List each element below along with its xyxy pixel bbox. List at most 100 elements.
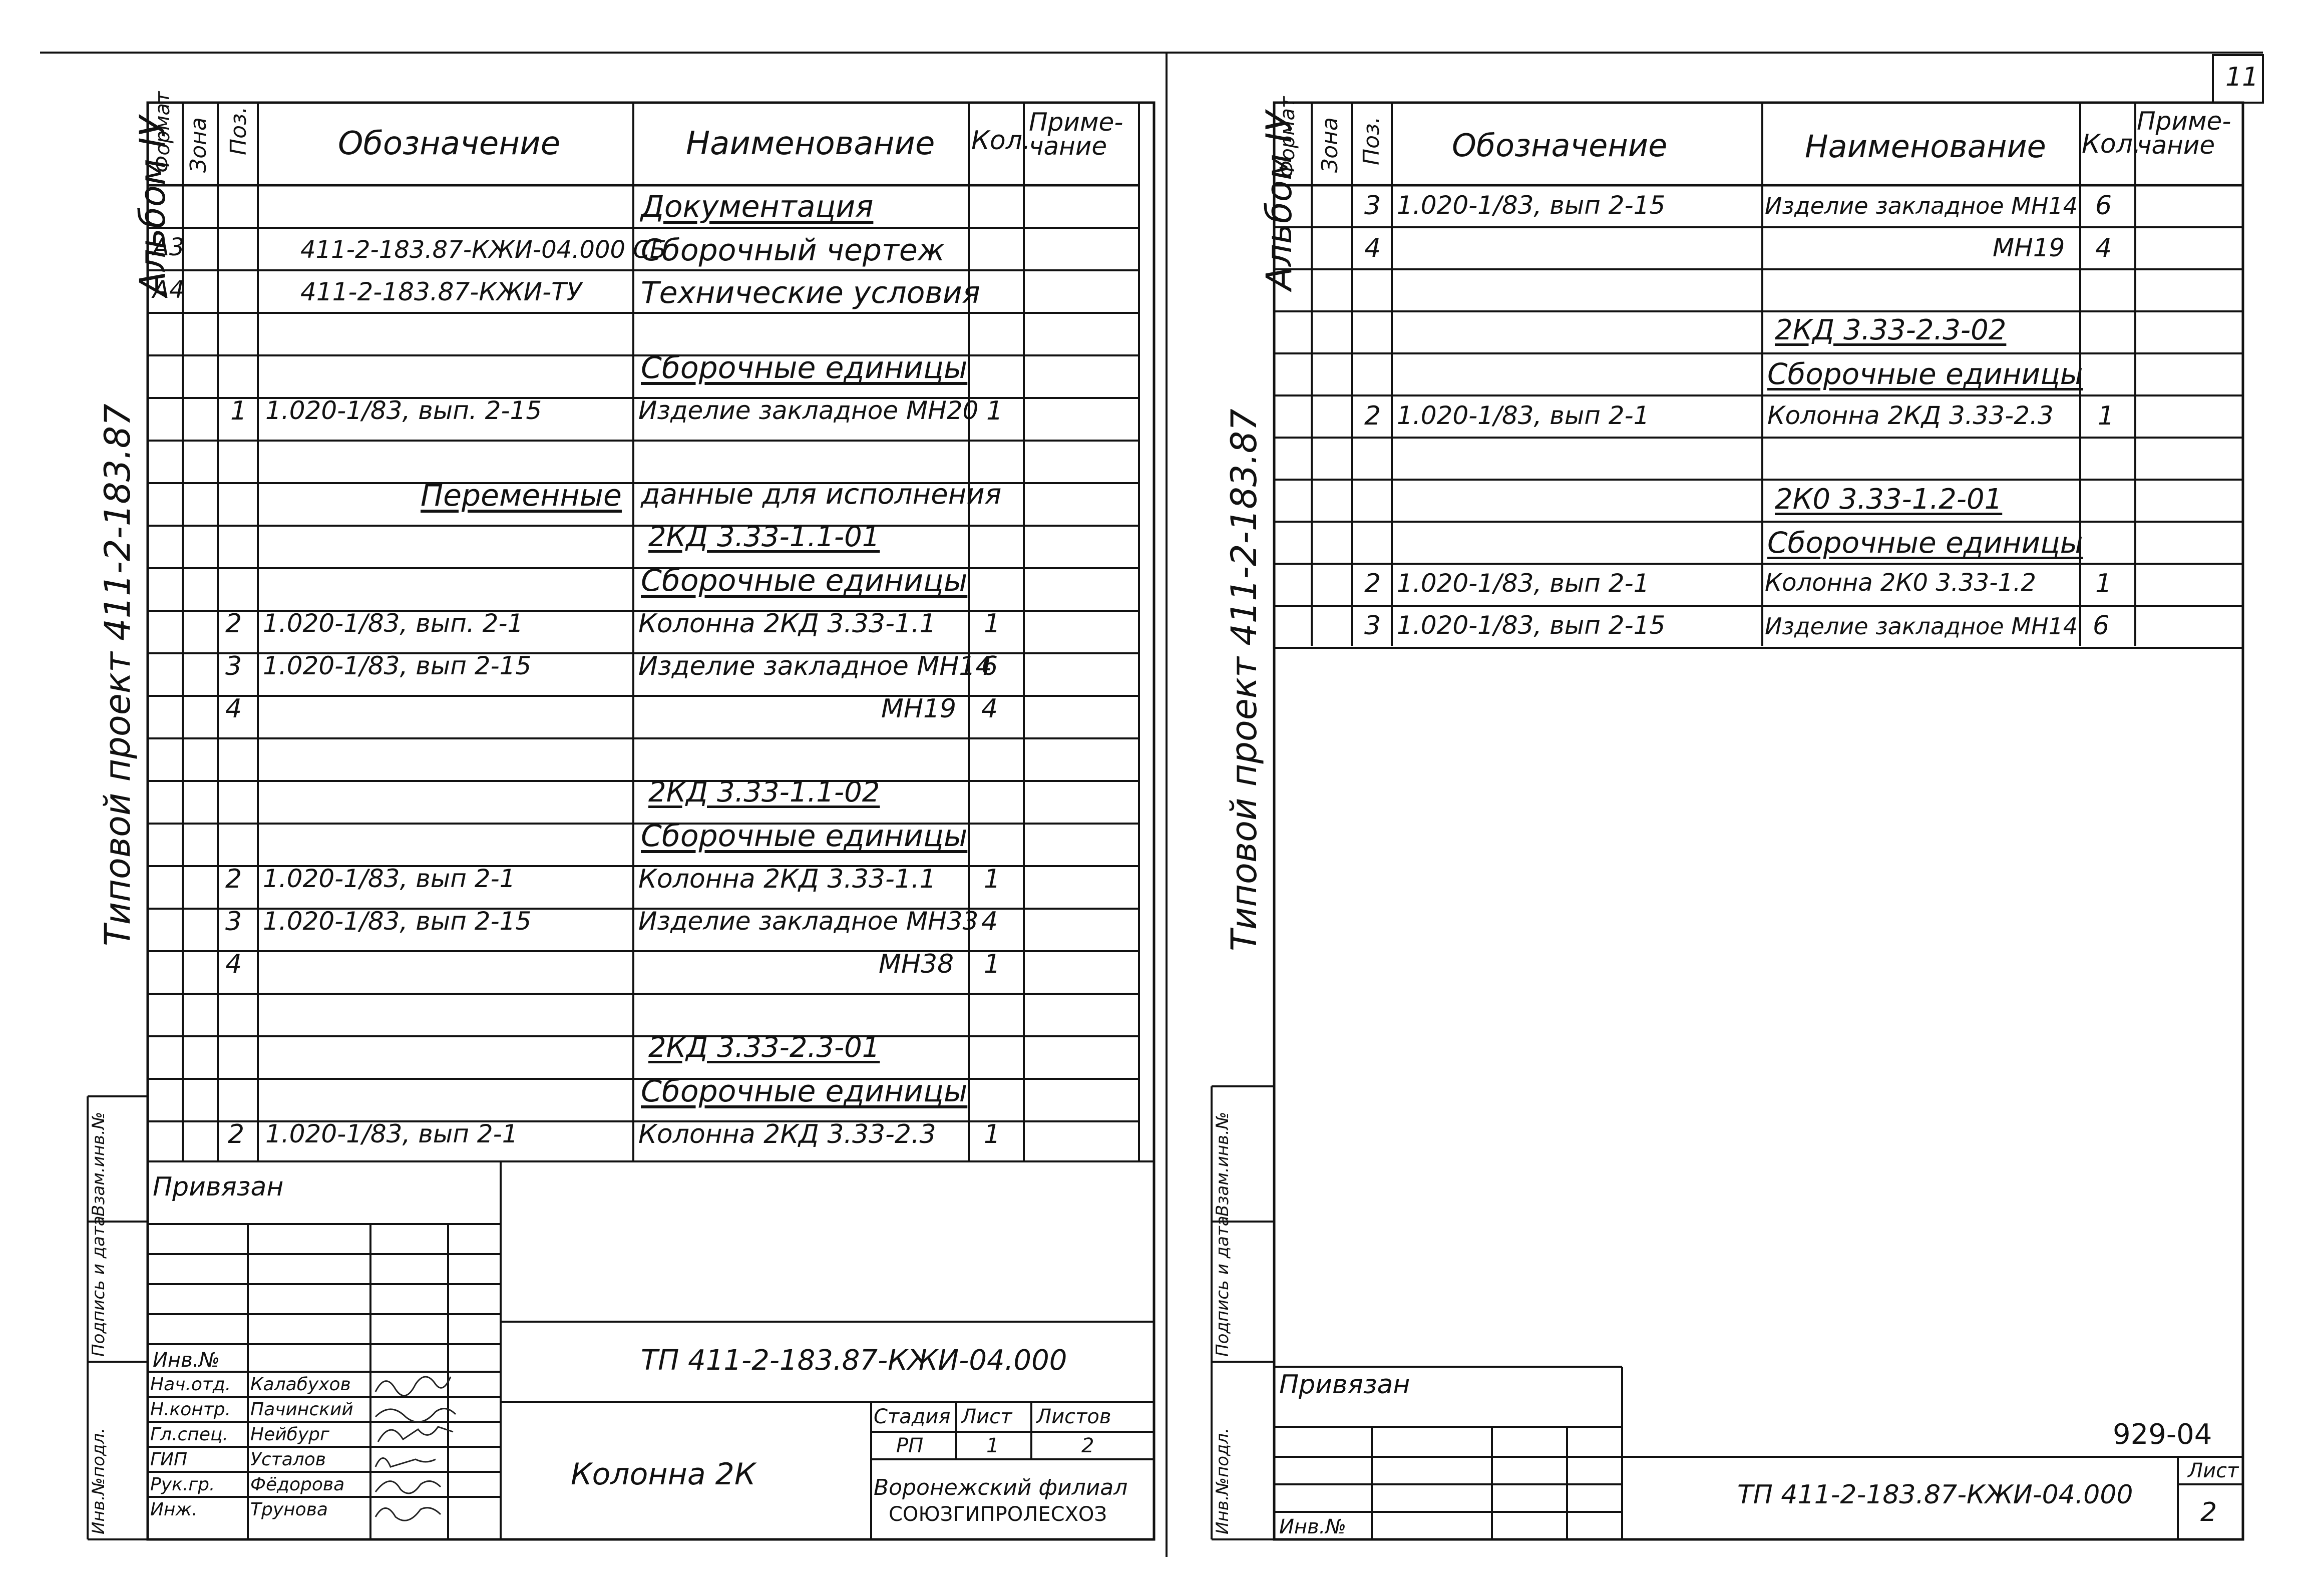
left-row-6-name: Изделие закладное МН20 bbox=[638, 396, 979, 425]
role-5-label: Рук.гр. bbox=[150, 1474, 215, 1495]
left-row-9-name: 2КД 3.33-1.1-01 bbox=[648, 521, 880, 553]
left-row-19-qty: 1 bbox=[984, 949, 1001, 979]
role-3-name: Нейбург bbox=[250, 1424, 329, 1445]
left-row-1-name: Документация bbox=[641, 189, 874, 224]
left-row-23-pos: 2 bbox=[228, 1119, 245, 1149]
right-header-format: Формат bbox=[1276, 96, 1299, 178]
right-row-6-designation: 1.020-1/83, вып 2-1 bbox=[1397, 401, 1650, 430]
role-2-name: Пачинский bbox=[250, 1399, 353, 1420]
right-row-10-name: Колонна 2К0 3.33-1.2 bbox=[1765, 569, 2036, 597]
left-row-8-designation: Переменные bbox=[421, 478, 622, 513]
left-row-17-designation: 1.020-1/83, вып 2-1 bbox=[263, 864, 516, 893]
sheet-number: 11 bbox=[2225, 62, 2259, 92]
sheet-label: Лист bbox=[961, 1405, 1012, 1428]
left-row-11-pos: 2 bbox=[225, 609, 242, 639]
right-row-2-name: МН19 bbox=[1993, 233, 2065, 262]
right-row-10-pos: 2 bbox=[1364, 569, 1381, 599]
left-row-15-name: 2КД 3.33-1.1-02 bbox=[648, 776, 880, 809]
role-4-label: ГИП bbox=[150, 1449, 188, 1470]
right-row-2-qty: 4 bbox=[2095, 233, 2112, 263]
left-header-note: Приме-чание bbox=[1029, 108, 1123, 161]
left-header-designation: Обозначение bbox=[338, 125, 561, 162]
left-row-19-name: МН38 bbox=[879, 949, 954, 979]
right-inv-no: Инв.№ bbox=[1279, 1515, 1346, 1538]
left-row-5-name: Сборочные единицы bbox=[641, 350, 968, 385]
left-row-2-format: А3 bbox=[153, 233, 185, 261]
right-row-1-pos: 3 bbox=[1364, 191, 1381, 221]
archive-stamp: 929-04 bbox=[2113, 1418, 2212, 1451]
right-header-zone: Зона bbox=[1317, 117, 1343, 173]
org-line-1: Воронежский филиал bbox=[874, 1475, 1128, 1500]
right-privyazan: Привязан bbox=[1279, 1370, 1410, 1400]
left-row-17-qty: 1 bbox=[984, 864, 1001, 894]
left-row-18-designation: 1.020-1/83, вып 2-15 bbox=[263, 907, 532, 936]
left-header-name: Наименование bbox=[686, 125, 935, 162]
right-row-11-pos: 3 bbox=[1364, 611, 1381, 641]
right-row-6-name: Колонна 2КД 3.33-2.3 bbox=[1767, 401, 2054, 430]
role-1-name: Калабухов bbox=[250, 1374, 351, 1395]
left-row-11-qty: 1 bbox=[984, 609, 1001, 639]
sheet-value: 1 bbox=[986, 1434, 999, 1457]
left-row-18-qty: 4 bbox=[981, 907, 998, 937]
role-5-name: Фёдорова bbox=[250, 1474, 345, 1495]
left-row-22-name: Сборочные единицы bbox=[641, 1074, 968, 1109]
left-row-3-format: А4 bbox=[153, 276, 185, 304]
right-row-5-name: Сборочные единицы bbox=[1767, 357, 2083, 391]
left-row-18-pos: 3 bbox=[225, 907, 242, 937]
right-row-10-designation: 1.020-1/83, вып 2-1 bbox=[1397, 569, 1650, 598]
right-margin-inv-orig: Инв.№подл. bbox=[1213, 1428, 1233, 1534]
left-row-2-designation: 411-2-183.87-КЖИ-04.000 СБ bbox=[300, 236, 666, 264]
right-sheet-label: Лист bbox=[2188, 1459, 2239, 1482]
right-row-2-pos: 4 bbox=[1364, 233, 1381, 263]
left-row-18-name: Изделие закладное МН33 bbox=[638, 907, 979, 936]
left-row-3-designation: 411-2-183.87-КЖИ-ТУ bbox=[300, 277, 582, 306]
right-side-project-label: Типовой проект 411-2-183.87 bbox=[1224, 409, 1265, 951]
sheets-label: Листов bbox=[1036, 1405, 1111, 1428]
left-row-13-name: МН19 bbox=[881, 694, 957, 724]
left-inv-no: Инв.№ bbox=[153, 1349, 220, 1372]
sheets-value: 2 bbox=[1081, 1434, 1094, 1457]
right-row-11-qty: 6 bbox=[2093, 611, 2110, 641]
right-row-4-name: 2КД 3.33-2.3-02 bbox=[1775, 314, 2007, 346]
left-row-13-pos: 4 bbox=[225, 694, 242, 724]
left-row-6-designation: 1.020-1/83, вып. 2-15 bbox=[265, 396, 542, 425]
left-row-16-name: Сборочные единицы bbox=[641, 819, 968, 854]
left-row-6-qty: 1 bbox=[986, 396, 1003, 426]
role-2-label: Н.контр. bbox=[150, 1399, 231, 1420]
left-row-8-name: данные для исполнения bbox=[641, 478, 1002, 511]
left-row-3-name: Технические условия bbox=[641, 275, 980, 310]
left-row-11-designation: 1.020-1/83, вып. 2-1 bbox=[263, 609, 524, 638]
left-row-21-name: 2КД 3.33-2.3-01 bbox=[648, 1031, 880, 1064]
right-header-qty: Кол. bbox=[2082, 129, 2141, 159]
stage-value: РП bbox=[896, 1434, 924, 1457]
right-sheet-value: 2 bbox=[2200, 1497, 2217, 1527]
right-doc-code: ТП 411-2-183.87-КЖИ-04.000 bbox=[1737, 1480, 2133, 1510]
left-row-23-designation: 1.020-1/83, вып 2-1 bbox=[265, 1119, 518, 1148]
right-header-name: Наименование bbox=[1805, 128, 2046, 165]
left-title: Колонна 2К bbox=[571, 1457, 756, 1492]
right-row-1-name: Изделие закладное МН14 bbox=[1765, 192, 2078, 219]
left-row-10-name: Сборочные единицы bbox=[641, 563, 968, 598]
left-row-2-name: Сборочный чертеж bbox=[641, 233, 945, 268]
role-6-label: Инж. bbox=[150, 1499, 198, 1520]
role-3-label: Гл.спец. bbox=[150, 1424, 228, 1445]
left-row-6-pos: 1 bbox=[230, 396, 247, 426]
org-line-2: СОЮЗГИПРОЛЕСХОЗ bbox=[889, 1503, 1107, 1526]
right-row-1-qty: 6 bbox=[2095, 191, 2112, 221]
left-row-11-name: Колонна 2КД 3.33-1.1 bbox=[638, 609, 936, 639]
left-row-12-name: Изделие закладное МН14 bbox=[638, 651, 992, 681]
left-header-qty: Кол. bbox=[971, 126, 1031, 156]
left-row-12-pos: 3 bbox=[225, 651, 242, 681]
left-row-12-designation: 1.020-1/83, вып 2-15 bbox=[263, 651, 532, 680]
left-row-17-name: Колонна 2КД 3.33-1.1 bbox=[638, 864, 936, 894]
left-doc-code: ТП 411-2-183.87-КЖИ-04.000 bbox=[641, 1344, 1067, 1377]
right-row-8-name: 2К0 3.33-1.2-01 bbox=[1775, 483, 2003, 516]
stage-label: Стадия bbox=[874, 1405, 951, 1428]
right-row-9-name: Сборочные единицы bbox=[1767, 526, 2083, 560]
right-header-designation: Обозначение bbox=[1452, 127, 1668, 164]
left-row-17-pos: 2 bbox=[225, 864, 242, 894]
right-row-11-name: Изделие закладное МН14 bbox=[1765, 613, 2078, 640]
left-row-19-pos: 4 bbox=[225, 949, 242, 979]
